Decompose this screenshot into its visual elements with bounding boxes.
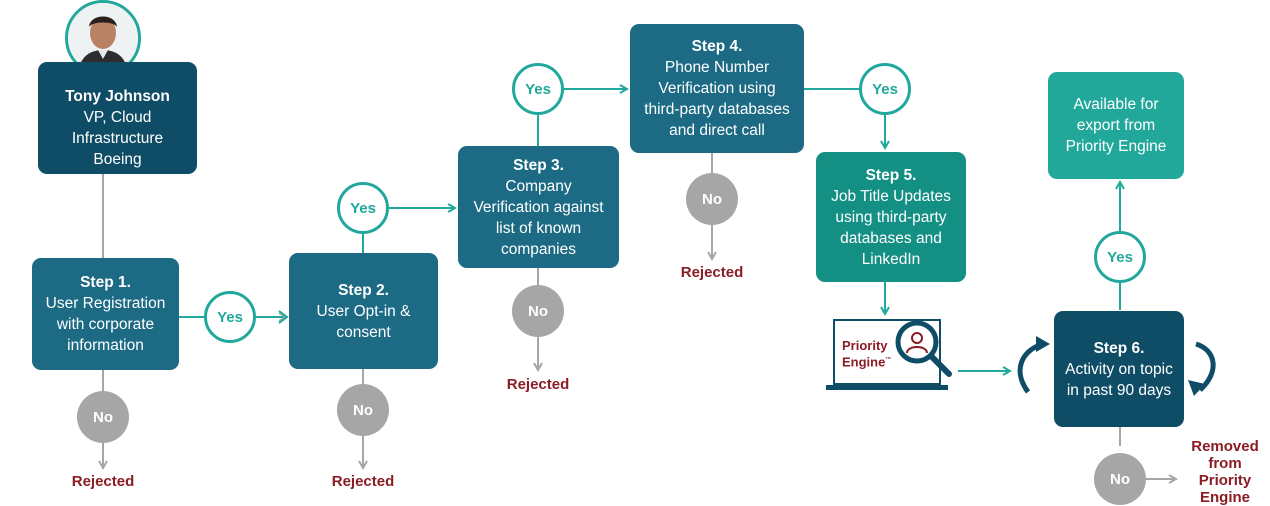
no-badge: No <box>512 285 564 337</box>
step-3-line: Company <box>505 177 572 195</box>
step-2-title: Step 2. <box>338 281 389 299</box>
step-4-line: Verification using <box>658 80 776 97</box>
step-3-title: Step 3. <box>513 156 564 174</box>
yes-badge: Yes <box>337 182 389 234</box>
step-1-line: information <box>67 337 144 354</box>
step-1-title: Step 1. <box>80 274 131 291</box>
step-5-line: databases and <box>840 229 942 247</box>
magnifier-user-icon <box>895 320 952 377</box>
no-badge: No <box>77 391 129 443</box>
logo-line: Priority <box>842 338 888 353</box>
step-4-title: Step 4. <box>691 38 743 55</box>
step-3-line: companies <box>501 240 576 258</box>
removed-line: from <box>1208 455 1242 472</box>
no-badge: No <box>337 384 389 436</box>
person-card: Tony Johnson VP, Cloud Infrastructure Bo… <box>38 62 197 174</box>
step-3-box: Step 3. Company Verification against lis… <box>458 146 619 268</box>
yes-badge: Yes <box>512 63 564 115</box>
step-2-line: consent <box>336 323 391 341</box>
no-badge: No <box>686 173 738 225</box>
yes-badge: Yes <box>204 291 256 343</box>
step-3-line: list of known <box>495 219 582 237</box>
person-title: VP, Cloud Infrastructure <box>71 109 164 147</box>
rejected-label: Rejected <box>506 376 570 393</box>
available-box: Available for export from Priority Engin… <box>1048 72 1184 179</box>
step-5-line: Job Title Updates <box>831 187 951 205</box>
priority-engine-logo: Priority Engine™ <box>842 338 891 369</box>
removed-line: Engine <box>1199 489 1250 506</box>
step-5-line: using third-party <box>835 208 947 226</box>
available-line: Priority Engine <box>1065 138 1167 155</box>
person-company: Boeing <box>93 151 142 168</box>
available-line: Available for <box>1073 96 1159 113</box>
step-6-line: Activity on topic <box>1065 360 1173 378</box>
step-2-box: Step 2. User Opt-in & consent <box>289 253 438 369</box>
step-1-line: with corporate <box>56 316 155 333</box>
step-6-line: in past 90 days <box>1066 381 1172 399</box>
step-6-box: Step 6. Activity on topic in past 90 day… <box>1054 311 1184 427</box>
removed-line: Removed <box>1191 438 1259 455</box>
rejected-label: Rejected <box>331 473 395 490</box>
step-4-box: Step 4. Phone Number Verification using … <box>630 24 804 153</box>
rejected-label: Rejected <box>71 473 135 490</box>
step-2-line: User Opt-in & <box>316 302 411 320</box>
step-5-box: Step 5. Job Title Updates using third-pa… <box>816 152 966 282</box>
person-name: Tony Johnson <box>65 88 170 105</box>
step-6-title: Step 6. <box>1093 339 1145 357</box>
logo-line: Engine™ <box>842 354 892 370</box>
step-3-line: Verification against <box>473 198 604 216</box>
step-1-box: Step 1. User Registration with corporate… <box>32 258 179 370</box>
yes-badge: Yes <box>1094 231 1146 283</box>
removed-line: Priority <box>1198 472 1252 489</box>
step-4-line: third-party databases <box>644 101 790 118</box>
step-5-line: LinkedIn <box>861 250 921 268</box>
step-4-line: and direct call <box>669 122 765 139</box>
step-5-title: Step 5. <box>865 166 917 184</box>
rejected-label: Rejected <box>680 264 744 281</box>
removed-label: Removed from Priority Engine <box>1183 438 1267 506</box>
available-line: export from <box>1076 117 1156 134</box>
step-4-line: Phone Number <box>664 59 770 76</box>
yes-badge: Yes <box>859 63 911 115</box>
step-1-line: User Registration <box>45 295 166 312</box>
no-badge: No <box>1094 453 1146 505</box>
